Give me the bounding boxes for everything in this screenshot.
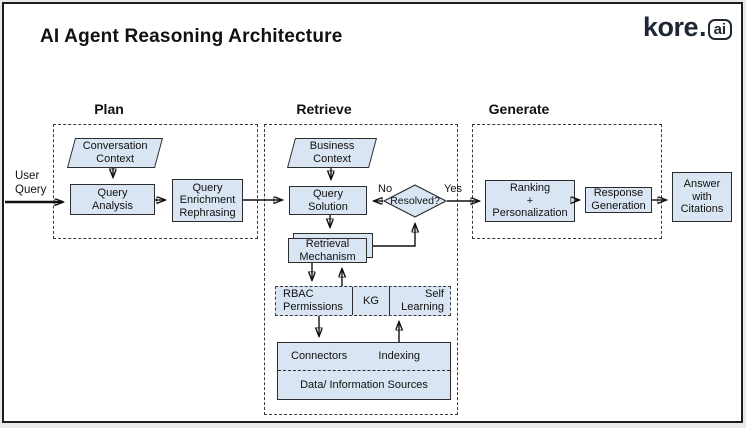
- node-query-analysis: Query Analysis: [70, 184, 155, 215]
- branch-no-label: No: [378, 183, 393, 195]
- node-business-context: Business Context: [286, 138, 378, 168]
- self-learning-cell: Self Learning: [401, 288, 444, 313]
- node-answer-with-citations: Answer with Citations: [672, 172, 732, 222]
- node-query-enrichment-rephrasing: Query Enrichment Rephrasing: [172, 179, 243, 222]
- data-information-sources-row: Data/ Information Sources: [278, 371, 450, 399]
- page-title: AI Agent Reasoning Architecture: [40, 26, 343, 47]
- logo-dot: .: [699, 12, 707, 42]
- logo-brand-text: kore: [643, 12, 699, 42]
- data-sources-label: Data/ Information Sources: [300, 378, 428, 391]
- logo-ai-badge: ai: [707, 18, 733, 40]
- node-conversation-context: Conversation Context: [66, 138, 164, 168]
- business-context-label: Business Context: [309, 140, 355, 165]
- node-rbac-kg-selflearning: RBAC Permissions KG Self Learning: [275, 286, 451, 316]
- connectors-label: Connectors: [291, 350, 348, 363]
- indexing-label: Indexing: [378, 350, 420, 363]
- connectors-indexing-row: Connectors Indexing: [278, 343, 450, 371]
- plan-container: [53, 124, 258, 239]
- node-ranking-personalization: Ranking + Personalization: [485, 180, 575, 222]
- node-data-sources-block: Connectors Indexing Data/ Information So…: [277, 342, 451, 400]
- user-query-label: User Query: [15, 170, 47, 196]
- resolved-diamond-shape: [383, 184, 447, 218]
- node-response-generation: Response Generation: [585, 187, 652, 213]
- section-heading-retrieve: Retrieve: [296, 101, 352, 117]
- conversation-context-label: Conversation Context: [82, 140, 148, 165]
- resolved-label: Resolved?: [390, 195, 440, 207]
- kg-cell: KG: [352, 287, 390, 315]
- node-resolved-decision: Resolved?: [383, 184, 447, 218]
- retrieve-container: [264, 124, 458, 415]
- section-heading-generate: Generate: [488, 101, 550, 117]
- node-retrieval-mechanism: Retrieval Mechanism: [288, 238, 367, 263]
- generate-container: [472, 124, 662, 239]
- branch-yes-label: Yes: [444, 183, 462, 195]
- kore-ai-logo: kore.ai: [643, 12, 733, 43]
- node-query-solution: Query Solution: [289, 186, 367, 215]
- section-heading-plan: Plan: [94, 101, 124, 117]
- rbac-permissions-cell: RBAC Permissions: [283, 288, 343, 313]
